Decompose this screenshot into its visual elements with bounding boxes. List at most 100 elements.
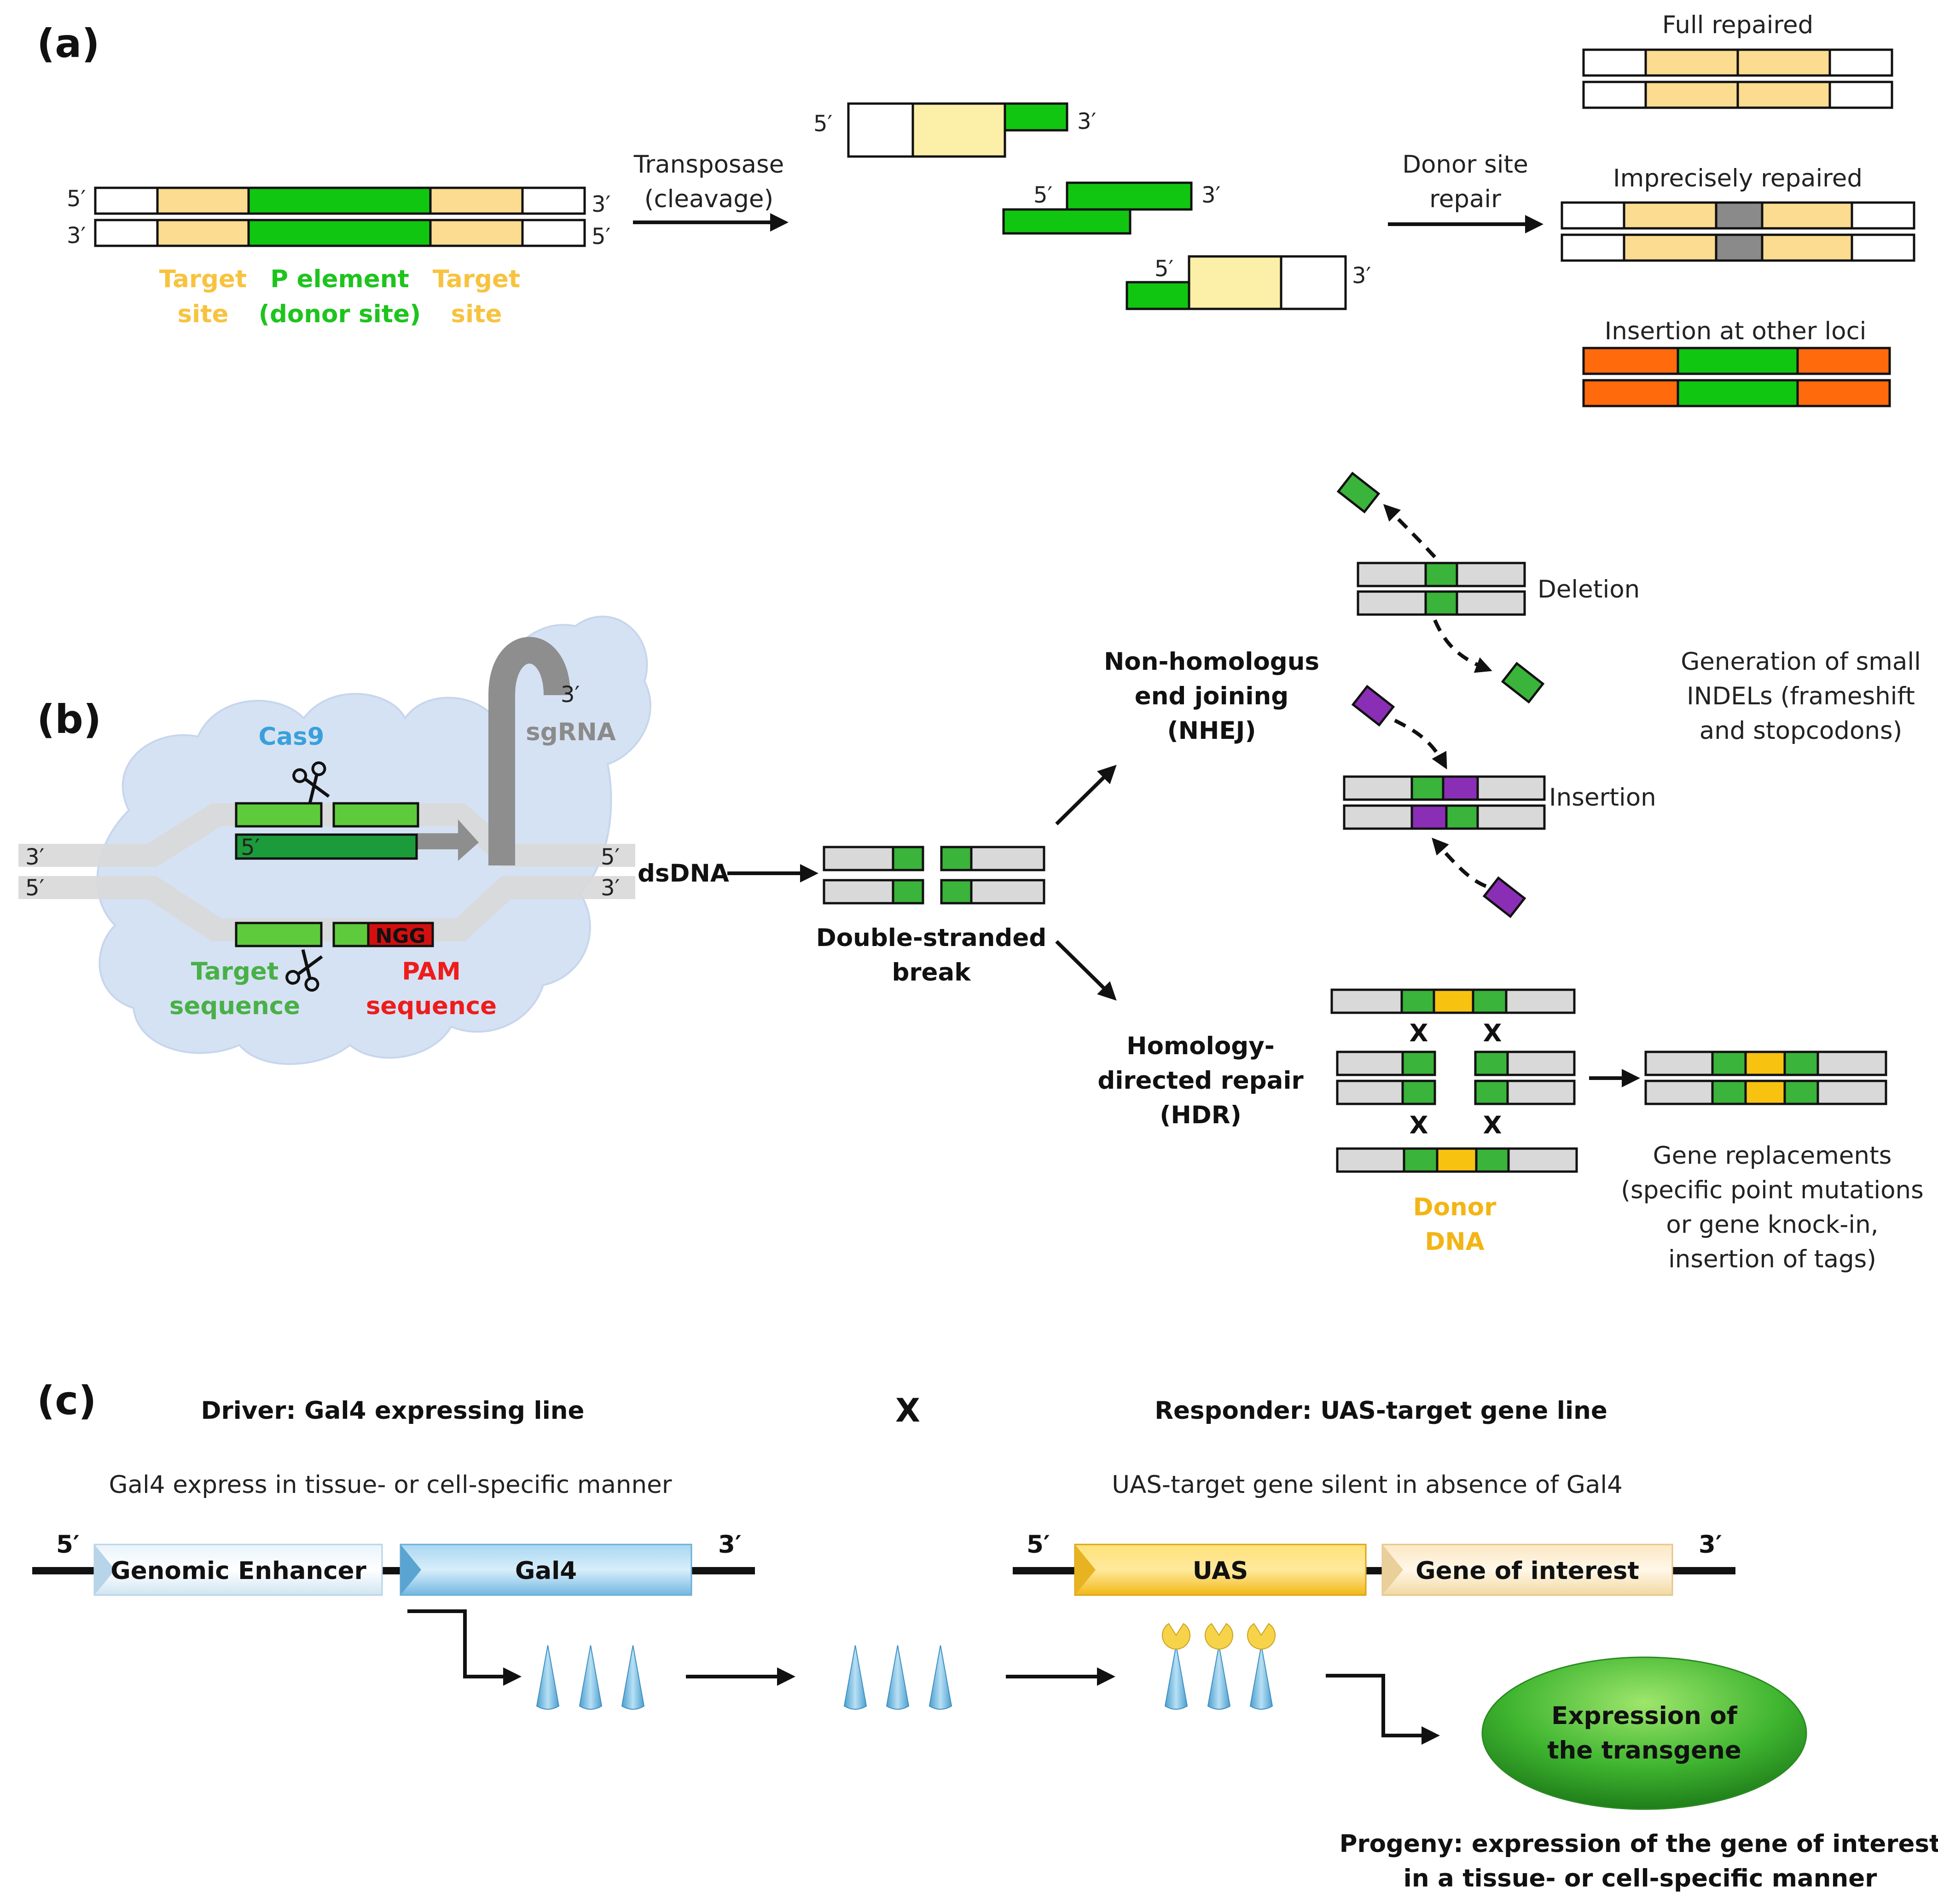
driver-title: Driver: Gal4 expressing line: [201, 1397, 585, 1425]
expression-oval: [1481, 1656, 1807, 1810]
ngg-label: NGG: [375, 924, 425, 948]
prime-label: 3′: [1077, 109, 1096, 134]
indels-label: INDELs (frameshift: [1687, 682, 1915, 710]
full-repaired-duplex: [1582, 48, 1893, 109]
gene-replacement-label: insertion of tags): [1668, 1245, 1876, 1273]
prime-label: 5′: [1033, 182, 1052, 208]
target-sequence-label: sequence: [169, 992, 300, 1020]
insertion-duplex: [1343, 775, 1546, 830]
prime-label: 3′: [601, 875, 620, 901]
crossover-mark: X: [1483, 1019, 1502, 1047]
nhej-arrow: [1055, 765, 1117, 825]
crossover-mark: X: [1483, 1111, 1502, 1139]
expression-label: Expression of: [1551, 1702, 1738, 1730]
prime-label: 3′: [592, 192, 610, 217]
prime-label: 3′: [1352, 263, 1371, 289]
donor-dna-label: DNA: [1425, 1228, 1484, 1256]
prime-label: 5′: [67, 186, 86, 212]
deleted-fragment: [1501, 662, 1545, 704]
sgrna-label: sgRNA: [526, 718, 616, 746]
pam-sequence-label: PAM: [402, 958, 461, 986]
donor-dna-template: [1336, 1147, 1578, 1173]
uas-block: [1074, 1544, 1367, 1596]
donor-repair-label: repair: [1429, 185, 1501, 213]
gene-replacement-duplex: [1644, 1051, 1887, 1105]
insertion-other-loci-label: Insertion at other loci: [1605, 317, 1867, 345]
donor-dna-label: Donor: [1413, 1193, 1497, 1221]
nhej-label: end joining: [1135, 682, 1288, 710]
full-repaired-label: Full repaired: [1662, 11, 1813, 39]
target-site-label-left: Target: [159, 265, 247, 293]
inserted-fragment: [1351, 685, 1395, 727]
responder-description: UAS-target gene silent in absence of Gal…: [1112, 1471, 1623, 1499]
transposase-label: Transposase: [633, 151, 784, 179]
pam-sequence-label: sequence: [366, 992, 497, 1020]
progeny-label: Progeny: expression of the gene of inter…: [1340, 1830, 1938, 1858]
target-sequence-label: Target: [191, 958, 279, 986]
gene-of-interest-label: Gene of interest: [1416, 1557, 1639, 1585]
driver-description: Gal4 express in tissue- or cell-specific…: [109, 1471, 672, 1499]
imprecise-repaired-label: Imprecisely repaired: [1613, 164, 1863, 192]
cross-mark: X: [895, 1392, 920, 1429]
deletion-duplex: [1357, 562, 1526, 616]
responder-title: Responder: UAS-target gene line: [1155, 1397, 1607, 1425]
deletion-label: Deletion: [1538, 575, 1640, 604]
hdr-label: directed repair: [1097, 1067, 1303, 1095]
double-stranded-break: [823, 846, 1045, 905]
prime-label: 3′: [1699, 1531, 1722, 1559]
cleaved-fragments: [847, 102, 1347, 310]
crossover-mark: X: [1410, 1019, 1428, 1047]
deletion-path-arrow: [1433, 619, 1492, 673]
prime-label: 3′: [25, 844, 44, 870]
hdr-label: Homology-: [1126, 1032, 1274, 1060]
hdr-arrow: [1055, 940, 1117, 1001]
imprecise-repaired-duplex: [1561, 201, 1915, 262]
p-element-label: (donor site): [259, 300, 421, 328]
sgrna-strand: [417, 637, 570, 865]
insertion-other-loci-duplex: [1582, 347, 1891, 407]
prime-label: 3′: [718, 1531, 742, 1559]
prime-label: 5′: [56, 1531, 80, 1559]
nhej-label: (NHEJ): [1167, 717, 1256, 745]
insertion-path-arrow: [1394, 719, 1447, 770]
inserted-fragment: [1482, 876, 1526, 918]
prime-label: 5′: [1155, 256, 1173, 282]
gene-replacement-label: Gene replacements: [1653, 1142, 1892, 1170]
gal4-label: Gal4: [515, 1557, 577, 1585]
dsdna-label: dsDNA: [638, 859, 729, 888]
dsdna-strands: [18, 803, 635, 941]
insertion-path-arrow: [1432, 837, 1487, 888]
transposase-label: (cleavage): [644, 185, 773, 213]
gal4-expression-arrow: [407, 1609, 522, 1686]
panel-b-label: (b): [37, 697, 101, 743]
expression-label: the transgene: [1547, 1736, 1741, 1765]
target-site-label-left: site: [178, 300, 229, 328]
indels-label: Generation of small: [1681, 648, 1921, 676]
gal4-block: [400, 1544, 692, 1596]
insertion-label: Insertion: [1549, 784, 1656, 812]
donor-dna-duplex: [94, 186, 586, 247]
hdr-label: (HDR): [1160, 1101, 1242, 1129]
prime-label: 5′: [601, 844, 620, 870]
prime-label: 3′: [561, 682, 580, 708]
prime-label: 3′: [67, 223, 86, 249]
prime-label: 5′: [1027, 1531, 1050, 1559]
gene-replacement-label: or gene knock-in,: [1666, 1211, 1878, 1239]
target-site-label-right: site: [451, 300, 502, 328]
cas9-label: Cas9: [258, 723, 324, 751]
gal4-protein-cones: [844, 1645, 952, 1710]
target-sequence-boxes: [235, 802, 434, 947]
prime-label: 5′: [592, 224, 610, 250]
prime-label: 5′: [241, 835, 260, 860]
prime-label: 3′: [1201, 182, 1220, 208]
prime-label: 5′: [25, 875, 44, 901]
gene-replacement-label: (specific point mutations: [1621, 1176, 1923, 1204]
p-element-label: P element: [270, 265, 409, 293]
uas-label: UAS: [1193, 1557, 1248, 1585]
target-site-label-right: Target: [433, 265, 520, 293]
panel-c-label: (c): [37, 1378, 97, 1424]
genomic-enhancer-block: [93, 1544, 383, 1596]
hdr-broken-duplex: [1336, 1051, 1576, 1105]
genomic-enhancer-label: Genomic Enhancer: [110, 1557, 366, 1585]
deletion-path-arrow: [1383, 504, 1436, 558]
